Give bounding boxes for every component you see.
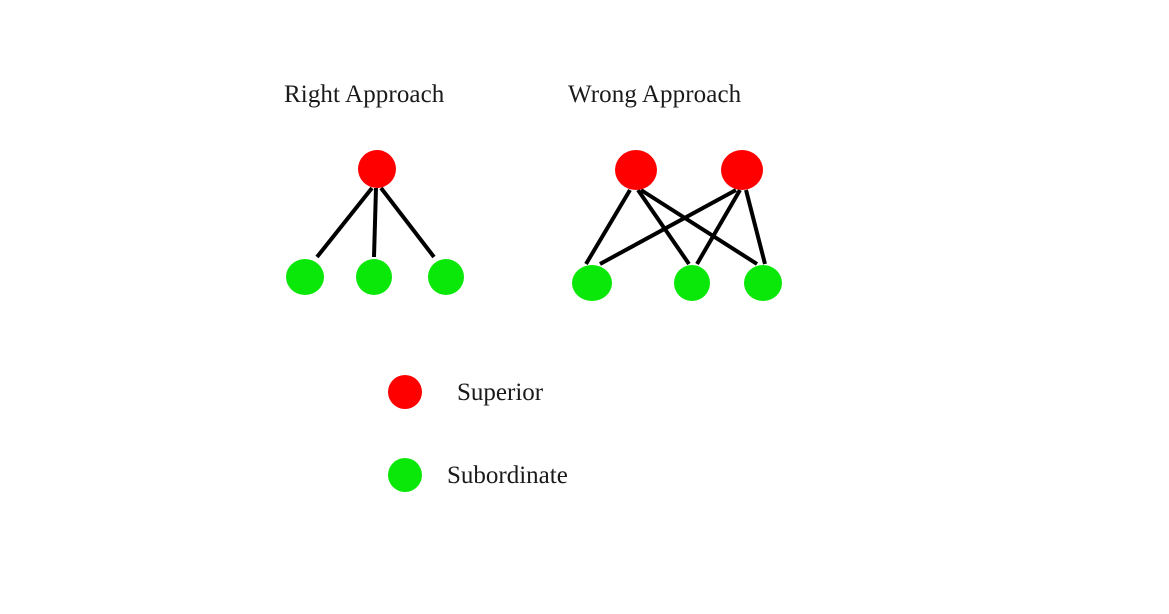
edge-superior1-subordinate1 <box>584 188 632 266</box>
legend-swatch-superior <box>388 375 422 409</box>
edge-superior2-subordinate3 <box>744 189 767 265</box>
edge-group-right-approach <box>315 186 436 259</box>
subordinate-node-1[interactable] <box>286 259 324 295</box>
node-group-right-approach-subordinates <box>286 259 464 295</box>
edge-superior1-subordinate3 <box>639 188 759 266</box>
legend-label-subordinate: Subordinate <box>447 462 568 489</box>
subordinate-node-2[interactable] <box>356 259 392 295</box>
superior-node-1[interactable] <box>615 150 657 190</box>
subordinate-node-2[interactable] <box>674 265 710 301</box>
edge-superior2-subordinate2 <box>695 188 742 266</box>
panel-title-right-approach: Right Approach <box>284 81 445 108</box>
edge-superior2-subordinate1 <box>599 188 737 266</box>
subordinate-node-3[interactable] <box>428 259 464 295</box>
panel-title-wrong-approach: Wrong Approach <box>568 81 742 108</box>
legend-label-superior: Superior <box>457 379 544 406</box>
legend-swatch-subordinate <box>388 458 422 492</box>
edge-superior1-subordinate2 <box>636 188 691 266</box>
node-group-wrong-approach-superiors <box>615 150 763 190</box>
panel-wrong-approach <box>572 150 782 301</box>
superior-node-1[interactable] <box>358 150 396 188</box>
superior-node-2[interactable] <box>721 150 763 190</box>
panel-right-approach <box>286 150 464 295</box>
subordinate-node-3[interactable] <box>744 265 782 301</box>
subordinate-node-1[interactable] <box>572 265 612 301</box>
edge-superior1-subordinate2 <box>372 187 378 258</box>
edge-group-wrong-approach <box>584 188 767 266</box>
legend <box>388 375 422 492</box>
edge-superior1-subordinate1 <box>315 186 374 259</box>
node-group-wrong-approach-subordinates <box>572 265 782 301</box>
edge-superior1-subordinate3 <box>379 186 436 259</box>
node-group-right-approach-superiors <box>358 150 396 188</box>
